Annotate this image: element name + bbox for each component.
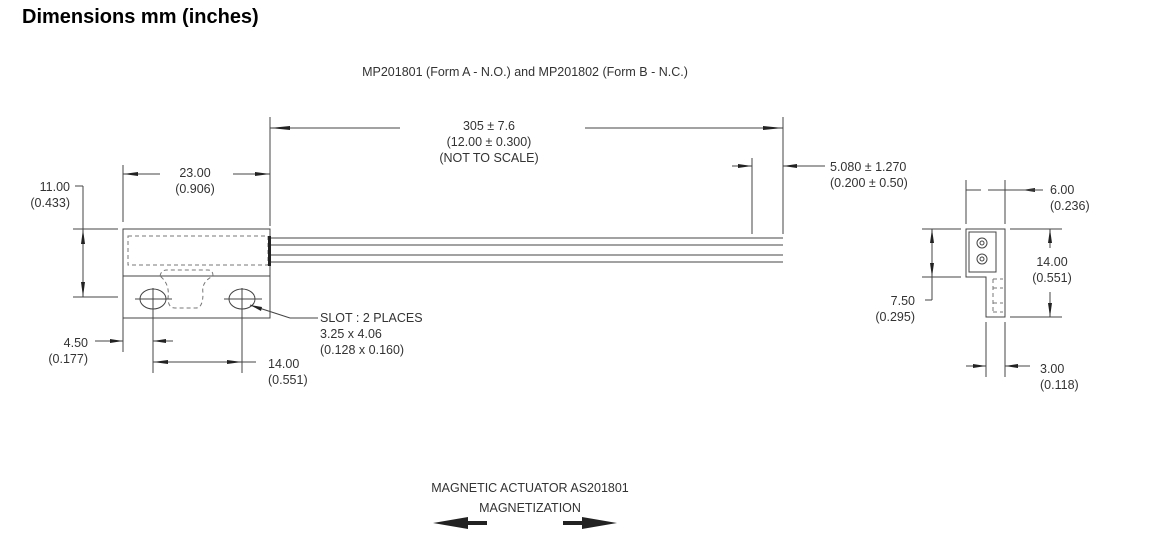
- page-title: Dimensions mm (inches): [22, 6, 259, 28]
- leads: [271, 237, 783, 263]
- magnetization-arrow-right: [563, 517, 617, 529]
- svg-text:(0.433): (0.433): [30, 196, 70, 210]
- dim-side-tab: 3.00 (0.118): [966, 322, 1079, 392]
- dim-lead-length: 305 ± 7.6 (12.00 ± 0.300) (NOT TO SCALE): [269, 117, 784, 234]
- dim-side-height: 14.00 (0.551): [1010, 228, 1072, 318]
- svg-text:14.00: 14.00: [268, 357, 299, 371]
- dim-body-length: 23.00 (0.906): [122, 165, 271, 222]
- dim-slot-offset: 4.50 (0.177): [48, 288, 243, 373]
- dim-body-height: 11.00 (0.433): [30, 180, 118, 298]
- svg-text:4.50: 4.50: [64, 336, 88, 350]
- svg-text:5.080 ± 1.270: 5.080 ± 1.270: [830, 160, 906, 174]
- magnetization-label: MAGNETIZATION: [479, 501, 581, 515]
- svg-text:(0.551): (0.551): [1032, 271, 1072, 285]
- svg-text:(0.200 ± 0.50): (0.200 ± 0.50): [830, 176, 908, 190]
- svg-text:14.00: 14.00: [1036, 255, 1067, 269]
- svg-text:305 ± 7.6: 305 ± 7.6: [463, 119, 515, 133]
- svg-text:7.50: 7.50: [891, 294, 915, 308]
- svg-text:SLOT : 2 PLACES: SLOT : 2 PLACES: [320, 311, 423, 325]
- svg-text:(0.118): (0.118): [1040, 378, 1079, 392]
- svg-text:3.25 x 4.06: 3.25 x 4.06: [320, 327, 382, 341]
- actuator-label: MAGNETIC ACTUATOR AS201801: [431, 481, 629, 495]
- svg-text:(0.177): (0.177): [48, 352, 88, 366]
- svg-text:(0.906): (0.906): [175, 182, 215, 196]
- dim-side-step: 7.50 (0.295): [875, 228, 961, 324]
- svg-text:6.00: 6.00: [1050, 183, 1074, 197]
- slot-note: SLOT : 2 PLACES 3.25 x 4.06 (0.128 x 0.1…: [249, 304, 423, 357]
- svg-text:3.00: 3.00: [1040, 362, 1064, 376]
- svg-text:(12.00 ± 0.300): (12.00 ± 0.300): [447, 135, 532, 149]
- svg-text:11.00: 11.00: [40, 180, 70, 194]
- dim-lead-strip: 5.080 ± 1.270 (0.200 ± 0.50): [732, 158, 908, 234]
- svg-text:(0.236): (0.236): [1050, 199, 1090, 213]
- svg-text:23.00: 23.00: [179, 166, 210, 180]
- switch-body: [122, 228, 271, 319]
- side-view: [965, 228, 1006, 318]
- svg-text:(0.295): (0.295): [875, 310, 915, 324]
- magnetization-arrow-left: [433, 517, 487, 529]
- svg-text:(NOT TO SCALE): (NOT TO SCALE): [439, 151, 538, 165]
- dim-slot-pitch: 14.00 (0.551): [153, 357, 308, 387]
- svg-text:(0.128 x 0.160): (0.128 x 0.160): [320, 343, 404, 357]
- dim-side-width: 6.00 (0.236): [965, 180, 1090, 224]
- drawing-subtitle: MP201801 (Form A - N.O.) and MP201802 (F…: [362, 65, 688, 79]
- svg-text:(0.551): (0.551): [268, 373, 308, 387]
